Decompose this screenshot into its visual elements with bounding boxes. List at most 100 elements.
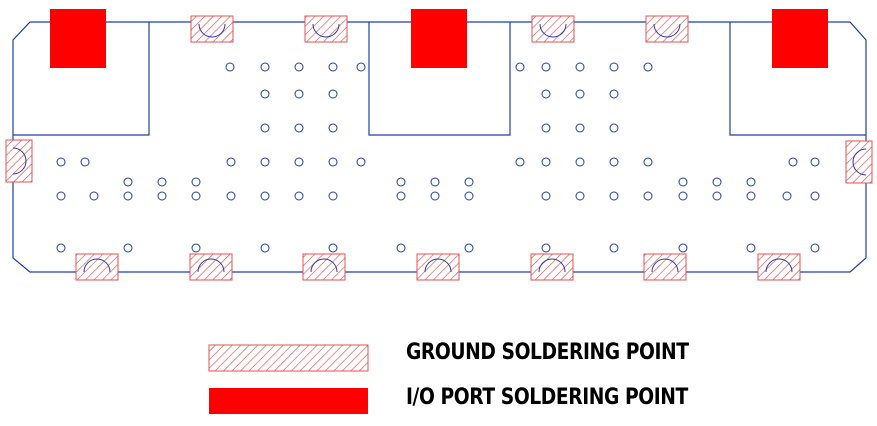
- via-hole-icon: [328, 157, 338, 167]
- via-hole-icon: [89, 191, 99, 201]
- via-hole-icon: [746, 243, 756, 253]
- ground-pad-icon: [302, 253, 346, 281]
- via-hole-icon: [575, 89, 585, 99]
- ground-pads-side: [5, 139, 873, 184]
- ground-pad-icon: [845, 140, 873, 184]
- via-hole-icon: [260, 123, 270, 133]
- ground-pad-icon: [189, 253, 233, 281]
- via-hole-icon: [678, 177, 688, 187]
- via-hole-icon: [430, 191, 440, 201]
- compartment-center: [368, 22, 511, 136]
- via-hole-icon: [464, 243, 474, 253]
- ground-pads-top: [190, 15, 689, 43]
- via-hole-icon: [328, 123, 338, 133]
- legend-ground-swatch-icon: [208, 344, 369, 372]
- via-hole-icon: [541, 243, 551, 253]
- via-hole-icon: [541, 123, 551, 133]
- via-hole-icon: [515, 62, 525, 72]
- via-hole-icon: [541, 191, 551, 201]
- via-hole-icon: [396, 243, 406, 253]
- via-hole-icon: [464, 177, 474, 187]
- via-hole-icon: [123, 243, 133, 253]
- via-hole-icon: [712, 191, 722, 201]
- compartment-left: [13, 22, 150, 136]
- via-hole-icon: [191, 243, 201, 253]
- via-hole-icon: [396, 191, 406, 201]
- via-hole-icon: [609, 157, 619, 167]
- ground-pad-icon: [75, 253, 119, 281]
- via-hole-icon: [260, 62, 270, 72]
- ground-pad-icon: [645, 15, 689, 43]
- via-hole-icon: [226, 157, 236, 167]
- via-hole-icon: [575, 191, 585, 201]
- ground-pad-icon: [757, 253, 801, 281]
- via-hole-icon: [260, 243, 270, 253]
- via-hole-icon: [464, 191, 474, 201]
- via-hole-icon: [328, 62, 338, 72]
- via-hole-icon: [356, 157, 366, 167]
- io-pad-icon: [772, 9, 828, 68]
- via-hole-icon: [515, 157, 525, 167]
- via-hole-icon: [541, 62, 551, 72]
- via-hole-icon: [609, 123, 619, 133]
- via-hole-icon: [328, 89, 338, 99]
- via-hole-icon: [225, 62, 235, 72]
- via-hole-icon: [56, 243, 66, 253]
- via-hole-icon: [810, 157, 820, 167]
- via-hole-icon: [678, 243, 688, 253]
- ground-pad-icon: [5, 139, 33, 183]
- via-hole-icon: [678, 191, 688, 201]
- via-holes: [56, 62, 820, 253]
- via-hole-icon: [191, 177, 201, 187]
- via-hole-icon: [609, 243, 619, 253]
- via-hole-icon: [56, 157, 66, 167]
- via-hole-icon: [294, 157, 304, 167]
- via-hole-icon: [157, 177, 167, 187]
- via-hole-icon: [294, 89, 304, 99]
- via-hole-icon: [396, 177, 406, 187]
- via-hole-icon: [123, 177, 133, 187]
- legend-io-swatch-icon: [209, 388, 368, 414]
- via-hole-icon: [157, 191, 167, 201]
- via-hole-icon: [810, 191, 820, 201]
- ground-pad-icon: [643, 253, 687, 281]
- ground-pad-icon: [190, 15, 234, 43]
- via-hole-icon: [430, 177, 440, 187]
- via-hole-icon: [541, 89, 551, 99]
- via-hole-icon: [609, 62, 619, 72]
- via-hole-icon: [575, 62, 585, 72]
- via-hole-icon: [782, 191, 792, 201]
- via-hole-icon: [294, 123, 304, 133]
- compartment-right: [729, 22, 866, 136]
- via-hole-icon: [56, 191, 66, 201]
- ground-pads-bottom: [75, 253, 801, 281]
- ground-pad-icon: [416, 253, 460, 281]
- via-hole-icon: [575, 123, 585, 133]
- via-hole-icon: [788, 157, 798, 167]
- via-hole-icon: [328, 243, 338, 253]
- via-hole-icon: [260, 191, 270, 201]
- via-hole-icon: [191, 191, 201, 201]
- via-hole-icon: [226, 191, 236, 201]
- via-hole-icon: [260, 157, 270, 167]
- ground-pad-icon: [531, 15, 575, 43]
- via-hole-icon: [810, 243, 820, 253]
- via-hole-icon: [609, 89, 619, 99]
- via-hole-icon: [80, 157, 90, 167]
- via-hole-icon: [746, 191, 756, 201]
- io-pad-icon: [50, 9, 106, 68]
- via-hole-icon: [643, 62, 653, 72]
- via-hole-icon: [712, 177, 722, 187]
- via-hole-icon: [123, 191, 133, 201]
- via-hole-icon: [328, 191, 338, 201]
- via-hole-icon: [609, 191, 619, 201]
- via-hole-icon: [643, 157, 653, 167]
- via-hole-icon: [541, 157, 551, 167]
- legend-io-label: I/O PORT SOLDERING POINT: [406, 385, 688, 410]
- via-hole-icon: [746, 177, 756, 187]
- via-hole-icon: [294, 62, 304, 72]
- board-outline: [12, 21, 867, 273]
- io-pad-icon: [411, 9, 467, 68]
- via-hole-icon: [260, 89, 270, 99]
